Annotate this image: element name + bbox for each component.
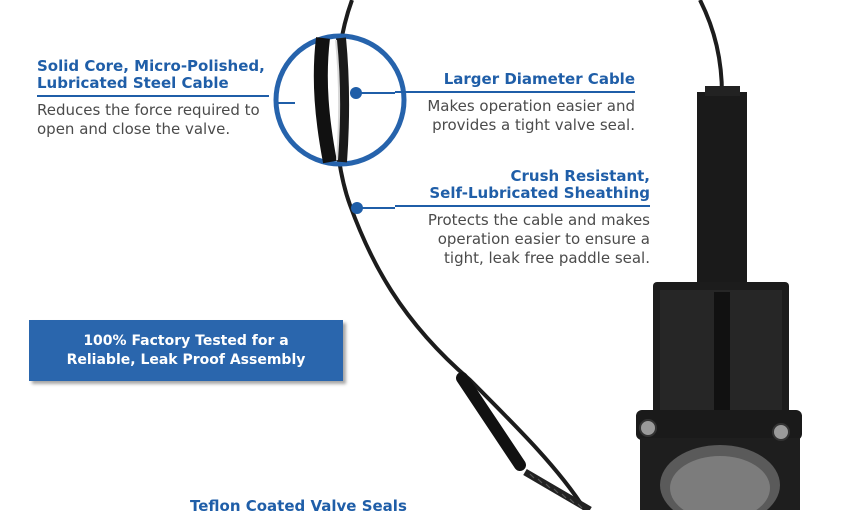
callout-heading: Lubricated Steel Cable bbox=[37, 74, 229, 92]
cable-end-rod bbox=[456, 372, 592, 510]
callout-divider bbox=[37, 95, 269, 97]
callout-body: operation easier to ensure a bbox=[437, 230, 650, 248]
callout-dot-icon bbox=[350, 87, 362, 99]
banner-line: Reliable, Leak Proof Assembly bbox=[66, 351, 306, 368]
callout-body: provides a tight valve seal. bbox=[432, 116, 635, 134]
callout-divider bbox=[395, 91, 635, 93]
callout-body: tight, leak free paddle seal. bbox=[444, 249, 650, 267]
callout-dot-icon bbox=[351, 202, 363, 214]
callout-heading: Self-Lubricated Sheathing bbox=[429, 184, 650, 202]
factory-tested-banner: 100% Factory Tested for a Reliable, Leak… bbox=[29, 320, 343, 381]
callout-sheathing: Crush Resistant, Self-Lubricated Sheathi… bbox=[395, 168, 650, 268]
callout-divider bbox=[395, 205, 650, 207]
callout-heading: Crush Resistant, bbox=[510, 167, 650, 185]
cable-right bbox=[698, 0, 724, 96]
callout-heading: Larger Diameter Cable bbox=[443, 70, 635, 88]
callout-body: Makes operation easier and bbox=[427, 97, 635, 115]
callout-body: Reduces the force required to bbox=[37, 101, 260, 119]
zoom-magnifier-circle-icon bbox=[273, 33, 407, 167]
callout-body: open and close the valve. bbox=[37, 120, 231, 138]
callout-larger-diameter: Larger Diameter Cable Makes operation ea… bbox=[395, 71, 635, 135]
callout-teflon: Teflon Coated Valve Seals bbox=[190, 498, 450, 512]
callout-heading: Teflon Coated Valve Seals bbox=[190, 498, 407, 512]
callout-heading: Solid Core, Micro-Polished, bbox=[37, 57, 265, 75]
callout-body: Protects the cable and makes bbox=[427, 211, 650, 229]
banner-line: 100% Factory Tested for a bbox=[83, 332, 289, 349]
callout-steel-cable: Solid Core, Micro-Polished, Lubricated S… bbox=[37, 58, 287, 139]
valve-body bbox=[636, 86, 802, 510]
